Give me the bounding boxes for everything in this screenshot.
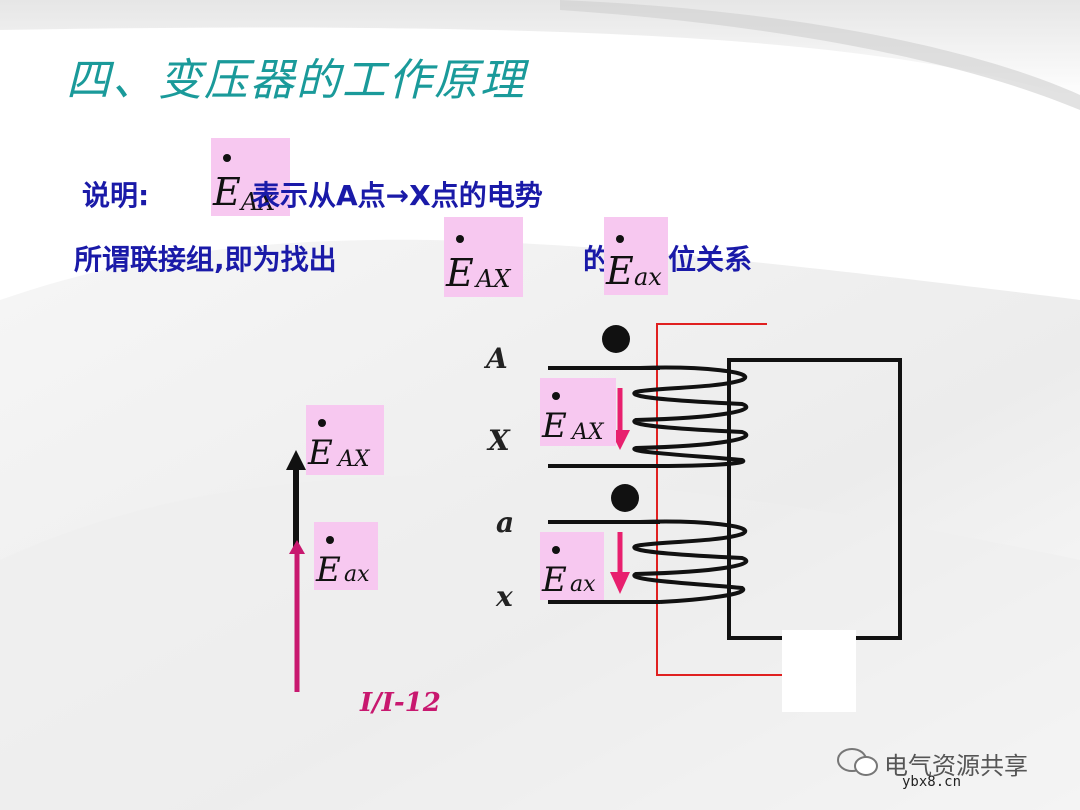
line2-prefix: 所谓联接组,即为找出 <box>74 243 337 276</box>
watermark-site: ybx8.cn <box>902 774 962 790</box>
line1-prefix: 说明: <box>82 179 150 212</box>
emf-subscript: AX <box>338 447 370 472</box>
phasor-dot <box>552 546 560 554</box>
emf-letter: E <box>308 433 333 473</box>
winding-label-box-ax <box>540 532 604 600</box>
secondary-emf-arrowhead <box>610 572 630 594</box>
secondary-coil <box>632 519 749 604</box>
phasor-label-box-AX <box>306 405 384 475</box>
phasor-AX-arrowhead <box>286 450 306 470</box>
emf-letter: E <box>606 249 634 293</box>
connection-group-caption: I/I-12 <box>360 688 441 718</box>
watermark-text: 电气资源共享 <box>884 752 1028 780</box>
terminal-X: X <box>488 424 510 457</box>
phasor-label-box-ax <box>314 522 378 590</box>
emf-subscript: AX <box>476 265 511 293</box>
phasor-dot <box>456 235 464 243</box>
emf-subscript: ax <box>634 263 662 291</box>
emf-box-line2-ax <box>604 217 668 295</box>
emf-box-line1 <box>211 138 290 216</box>
primary-coil <box>632 365 749 468</box>
phasor-dot <box>318 419 326 427</box>
polarity-dot-primary <box>602 325 630 353</box>
blank-box <box>782 630 856 712</box>
emf-ax-line2: E ax <box>604 217 668 295</box>
phasor-label-AX: E AX <box>306 405 384 475</box>
core-outline <box>656 323 800 676</box>
terminal-A: A <box>486 342 508 375</box>
emf-letter: E <box>213 170 241 214</box>
emf-subscript: AX <box>241 188 276 216</box>
line1-suffix: 表示从A点→X点的电势 <box>252 179 543 212</box>
emf-subscript: ax <box>344 562 370 587</box>
emf-subscript: AX <box>572 420 604 445</box>
phasor-dot <box>326 536 334 544</box>
phasor-dot <box>223 154 231 162</box>
winding-label-ax: E ax <box>540 532 604 600</box>
emf-subscript: ax <box>570 572 596 597</box>
emf-letter: E <box>542 406 567 446</box>
phasor-label-ax: E ax <box>314 522 378 590</box>
emf-box-line2-AX <box>444 217 523 297</box>
iron-core <box>727 358 902 640</box>
emf-letter: E <box>316 550 341 590</box>
polarity-dot-secondary <box>611 484 639 512</box>
emf-AX-line2: E AX <box>444 217 523 297</box>
terminal-x: x <box>496 580 513 613</box>
emf-letter: E <box>446 251 474 295</box>
emf-AX-line1: E AX <box>211 138 290 216</box>
line2-suffix: 位关系 <box>668 243 753 276</box>
terminal-a: a <box>496 506 515 539</box>
phasor-ax-arrowhead <box>289 540 305 554</box>
slide-title: 四、变压器的工作原理 <box>66 55 526 106</box>
emf-letter: E <box>542 560 567 600</box>
wechat-icon <box>837 748 878 776</box>
phasor-dot <box>552 392 560 400</box>
winding-label-AX: E AX <box>540 378 616 446</box>
winding-label-box-AX <box>540 378 616 446</box>
phasor-dot <box>616 235 624 243</box>
